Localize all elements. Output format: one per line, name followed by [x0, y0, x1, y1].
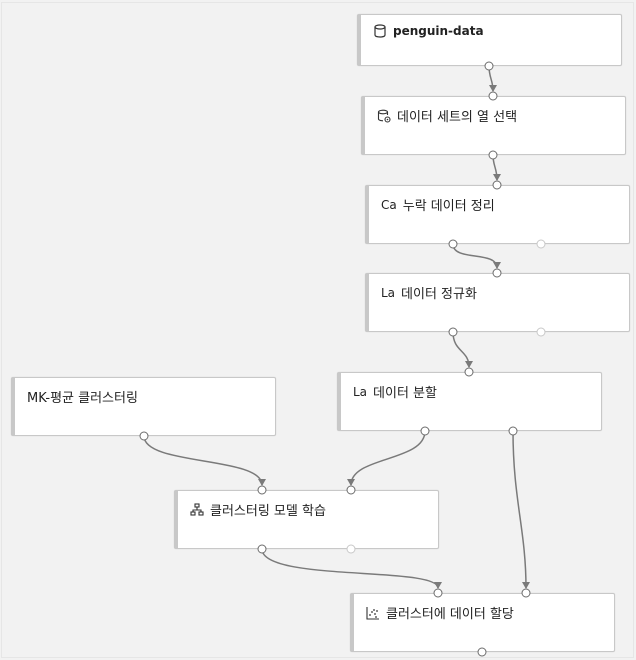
module-title: Ca 누락 데이터 정리 — [381, 195, 495, 215]
module-prefix: La — [381, 285, 396, 300]
input-port-dataset[interactable] — [521, 588, 531, 598]
module-label: 데이터 분할 — [373, 386, 437, 401]
module-prefix: La — [353, 384, 368, 399]
connection-split-to-assign — [512, 430, 530, 589]
module-select-columns[interactable]: 데이터 세트의 열 선택 — [361, 96, 626, 155]
connection-split-to-train — [347, 430, 426, 486]
module-label: penguin-data — [393, 24, 484, 38]
module-title: La 데이터 분할 — [353, 382, 437, 402]
input-port[interactable] — [492, 180, 502, 190]
output-port[interactable] — [139, 431, 149, 441]
output-port[interactable] — [448, 239, 458, 249]
module-title: penguin-data — [373, 24, 484, 38]
module-title: MK-평균 클러스터링 — [27, 387, 138, 406]
scatter-plot-icon — [366, 606, 379, 620]
module-title: 클러스터링 모델 학습 — [190, 500, 326, 519]
input-port-trained-model[interactable] — [433, 588, 443, 598]
module-title: 클러스터에 데이터 할당 — [366, 603, 514, 622]
train-model-icon — [190, 502, 204, 516]
module-assign-data-to-clusters[interactable]: 클러스터에 데이터 할당 — [350, 593, 615, 652]
input-port[interactable] — [488, 91, 498, 101]
connection-kmeans-to-train — [143, 435, 266, 486]
output-port[interactable] — [448, 327, 458, 337]
module-label: 데이터 정규화 — [401, 287, 477, 302]
input-port[interactable] — [464, 367, 474, 377]
connection-train-to-assign — [261, 548, 442, 589]
module-normalize-data[interactable]: La 데이터 정규화 — [365, 273, 630, 332]
output-port-secondary[interactable] — [346, 544, 356, 554]
module-label: 데이터 세트의 열 선택 — [397, 110, 518, 125]
output-port[interactable] — [488, 150, 498, 160]
module-train-clustering-model[interactable]: 클러스터링 모델 학습 — [174, 490, 439, 549]
module-penguin-data[interactable]: penguin-data — [357, 14, 622, 66]
module-label: 클러스터에 데이터 할당 — [386, 607, 514, 622]
module-title: La 데이터 정규화 — [381, 283, 477, 303]
output-port[interactable] — [477, 647, 487, 657]
output-port-right[interactable] — [508, 426, 518, 436]
module-prefix: Ca — [381, 197, 397, 212]
module-label: MK-평균 클러스터링 — [27, 391, 138, 406]
input-port-untrained-model[interactable] — [257, 485, 267, 495]
input-port-dataset[interactable] — [346, 485, 356, 495]
module-label: 클러스터링 모델 학습 — [210, 504, 326, 519]
module-title: 데이터 세트의 열 선택 — [377, 106, 517, 125]
output-port[interactable] — [257, 544, 267, 554]
module-clean-missing-data[interactable]: Ca 누락 데이터 정리 — [365, 185, 630, 244]
connection-normalize-to-split — [452, 331, 473, 368]
database-icon — [374, 24, 386, 38]
input-port[interactable] — [492, 268, 502, 278]
dataset-gear-icon — [377, 109, 391, 123]
output-port-secondary[interactable] — [536, 327, 546, 337]
connection-clean-to-normalize — [452, 243, 501, 269]
output-port[interactable] — [484, 61, 494, 71]
module-split-data[interactable]: La 데이터 분할 — [337, 372, 602, 431]
output-port-left[interactable] — [420, 426, 430, 436]
module-kmeans-clustering[interactable]: MK-평균 클러스터링 — [11, 377, 276, 436]
module-label: 누락 데이터 정리 — [402, 199, 495, 214]
output-port-secondary[interactable] — [536, 239, 546, 249]
